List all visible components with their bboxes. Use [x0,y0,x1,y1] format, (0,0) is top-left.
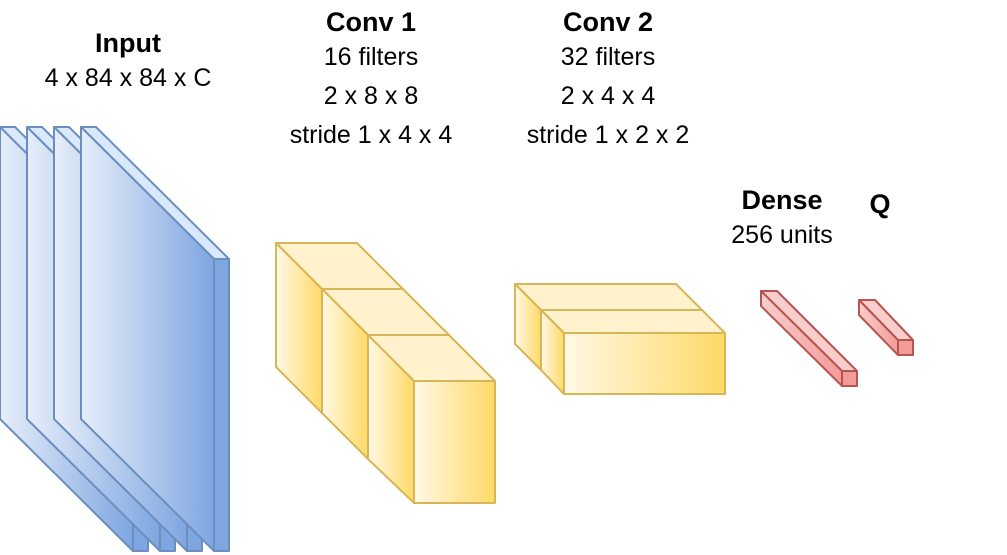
conv2-title: Conv 2 [562,7,654,37]
input-title: Input [95,28,161,58]
conv1-cube-3 [367,334,496,504]
conv1-stride-text: stride 1 x 4 x 4 [289,121,453,149]
input-stack [0,126,230,552]
conv1-filters-text: 16 filters [323,43,419,71]
dense-layer [760,290,858,387]
input-label: Input 4 x 84 x 84 x C [28,27,228,98]
input-shape-text: 4 x 84 x 84 x C [44,64,212,92]
conv2-label: Conv 2 32 filters 2 x 4 x 4 stride 1 x 2… [503,6,713,155]
q-label: Q [855,188,905,220]
conv2-stride-text: stride 1 x 2 x 2 [526,121,690,149]
conv1-block [275,242,496,504]
conv2-slab-2 [540,309,726,395]
conv1-title: Conv 1 [325,7,417,37]
dense-units-text: 256 units [731,221,833,249]
input-slab-4 [80,126,230,552]
conv1-kernel-text: 2 x 8 x 8 [323,82,419,110]
conv2-filters-text: 32 filters [560,43,656,71]
dense-title: Dense [741,185,823,215]
q-title: Q [869,189,891,219]
conv2-kernel-text: 2 x 4 x 4 [560,82,656,110]
q-layer [858,299,914,356]
conv2-block [514,283,726,395]
dense-label: Dense 256 units [707,184,857,255]
conv1-label: Conv 1 16 filters 2 x 8 x 8 stride 1 x 4… [266,6,476,155]
